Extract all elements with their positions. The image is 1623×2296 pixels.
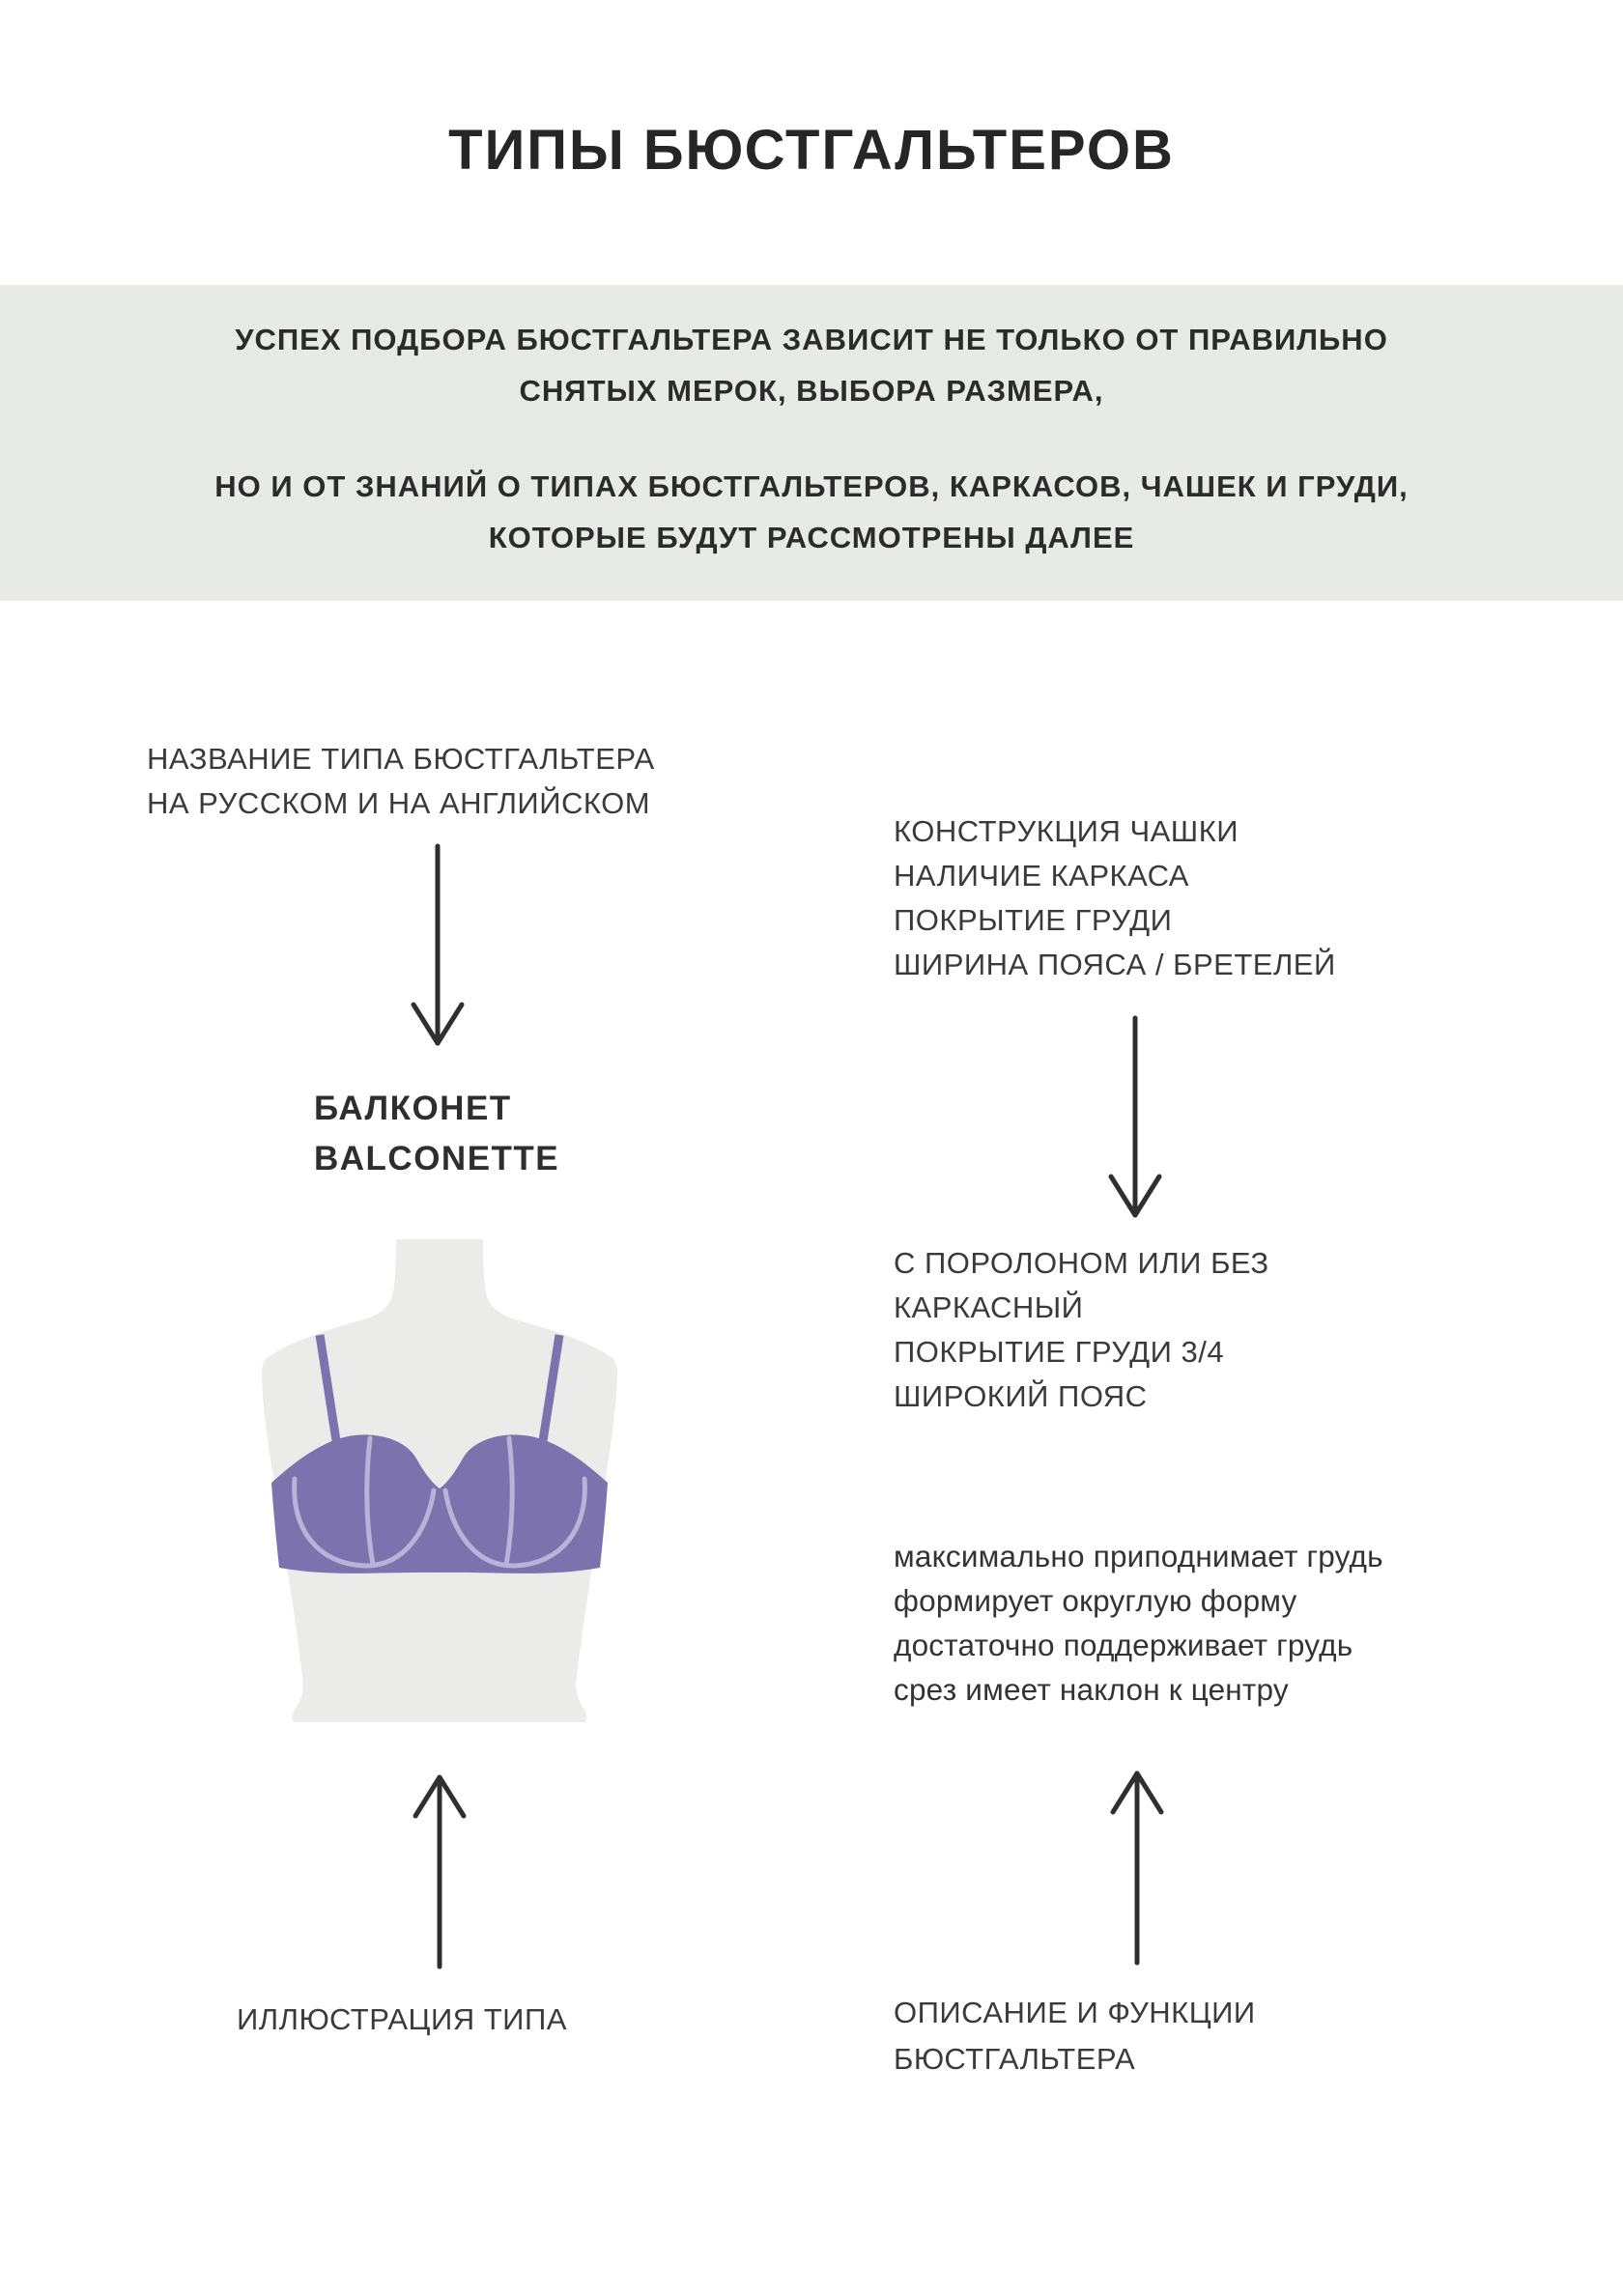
bra-spec-item: ПОКРЫТИЕ ГРУДИ 3/4 <box>894 1335 1225 1369</box>
intro-p1-line1: УСПЕХ ПОДБОРА БЮСТГАЛЬТЕРА ЗАВИСИТ НЕ ТО… <box>235 323 1388 356</box>
page-title: ТИПЫ БЮСТГАЛЬТЕРОВ <box>448 119 1175 182</box>
description-annotation-line1: ОПИСАНИЕ И ФУНКЦИИ <box>894 1996 1256 2029</box>
name-annotation-line2: НА РУССКОМ И НА АНГЛИЙСКОМ <box>147 786 651 820</box>
bra-function-item: срез имеет наклон к центру <box>894 1672 1289 1707</box>
illustration-annotation: ИЛЛЮСТРАЦИЯ ТИПА <box>237 2002 567 2036</box>
bra-spec-item: ШИРОКИЙ ПОЯС <box>894 1379 1148 1413</box>
bra-specs-list: С ПОРОЛОНОМ ИЛИ БЕЗ КАРКАСНЫЙ ПОКРЫТИЕ Г… <box>894 1241 1269 1419</box>
specs-annotation-line: КОНСТРУКЦИЯ ЧАШКИ <box>894 814 1239 848</box>
description-annotation-line2: БЮСТГАЛЬТЕРА <box>894 2042 1136 2076</box>
bra-illustration <box>262 1239 617 1722</box>
bra-functions-list: максимально приподнимает грудь формирует… <box>894 1534 1383 1712</box>
bra-straps <box>315 1334 564 1448</box>
arrow-down-icon <box>1108 1015 1162 1218</box>
intro-band: УСПЕХ ПОДБОРА БЮСТГАЛЬТЕРА ЗАВИСИТ НЕ ТО… <box>0 285 1623 601</box>
specs-annotation-line: НАЛИЧИЕ КАРКАСА <box>894 859 1189 893</box>
bra-spec-item: С ПОРОЛОНОМ ИЛИ БЕЗ <box>894 1246 1269 1280</box>
bra-spec-item: КАРКАСНЫЙ <box>894 1290 1084 1324</box>
bra-seams <box>292 1435 587 1569</box>
bra-function-item: максимально приподнимает грудь <box>894 1539 1383 1573</box>
specs-annotation: КОНСТРУКЦИЯ ЧАШКИ НАЛИЧИЕ КАРКАСА ПОКРЫТ… <box>894 809 1336 987</box>
bra-type-name-ru: БАЛКОНЕТ <box>314 1090 512 1127</box>
description-annotation: ОПИСАНИЕ И ФУНКЦИИ БЮСТГАЛЬТЕРА <box>894 1990 1256 2083</box>
intro-p1-line2: СНЯТЫХ МЕРОК, ВЫБОРА РАЗМЕРА, <box>519 374 1104 408</box>
intro-p2-line1: НО И ОТ ЗНАНИЙ О ТИПАХ БЮСТГАЛЬТЕРОВ, КА… <box>214 469 1409 503</box>
torso-silhouette <box>262 1239 617 1722</box>
arrow-up-icon <box>413 1774 467 1970</box>
intro-p2-line2: КОТОРЫЕ БУДУТ РАССМОТРЕНЫ ДАЛЕЕ <box>488 521 1135 554</box>
specs-annotation-line: ШИРИНА ПОЯСА / БРЕТЕЛЕЙ <box>894 948 1336 981</box>
intro-paragraph-1: УСПЕХ ПОДБОРА БЮСТГАЛЬТЕРА ЗАВИСИТ НЕ ТО… <box>87 314 1536 416</box>
name-annotation-line1: НАЗВАНИЕ ТИПА БЮСТГАЛЬТЕРА <box>147 742 655 776</box>
specs-annotation-line: ПОКРЫТИЕ ГРУДИ <box>894 903 1173 937</box>
arrow-down-icon <box>411 843 465 1046</box>
bra-function-item: достаточно поддерживает грудь <box>894 1628 1353 1662</box>
bra-type-name-en: BALCONETTE <box>314 1140 560 1177</box>
bra-type-name: БАЛКОНЕТ BALCONETTE <box>314 1084 559 1184</box>
bra-cups-and-band <box>271 1434 608 1573</box>
intro-paragraph-2: НО И ОТ ЗНАНИЙ О ТИПАХ БЮСТГАЛЬТЕРОВ, КА… <box>87 461 1536 563</box>
bra-function-item: формирует округлую форму <box>894 1583 1297 1618</box>
arrow-up-icon <box>1110 1771 1164 1966</box>
name-annotation: НАЗВАНИЕ ТИПА БЮСТГАЛЬТЕРА НА РУССКОМ И … <box>147 737 655 826</box>
